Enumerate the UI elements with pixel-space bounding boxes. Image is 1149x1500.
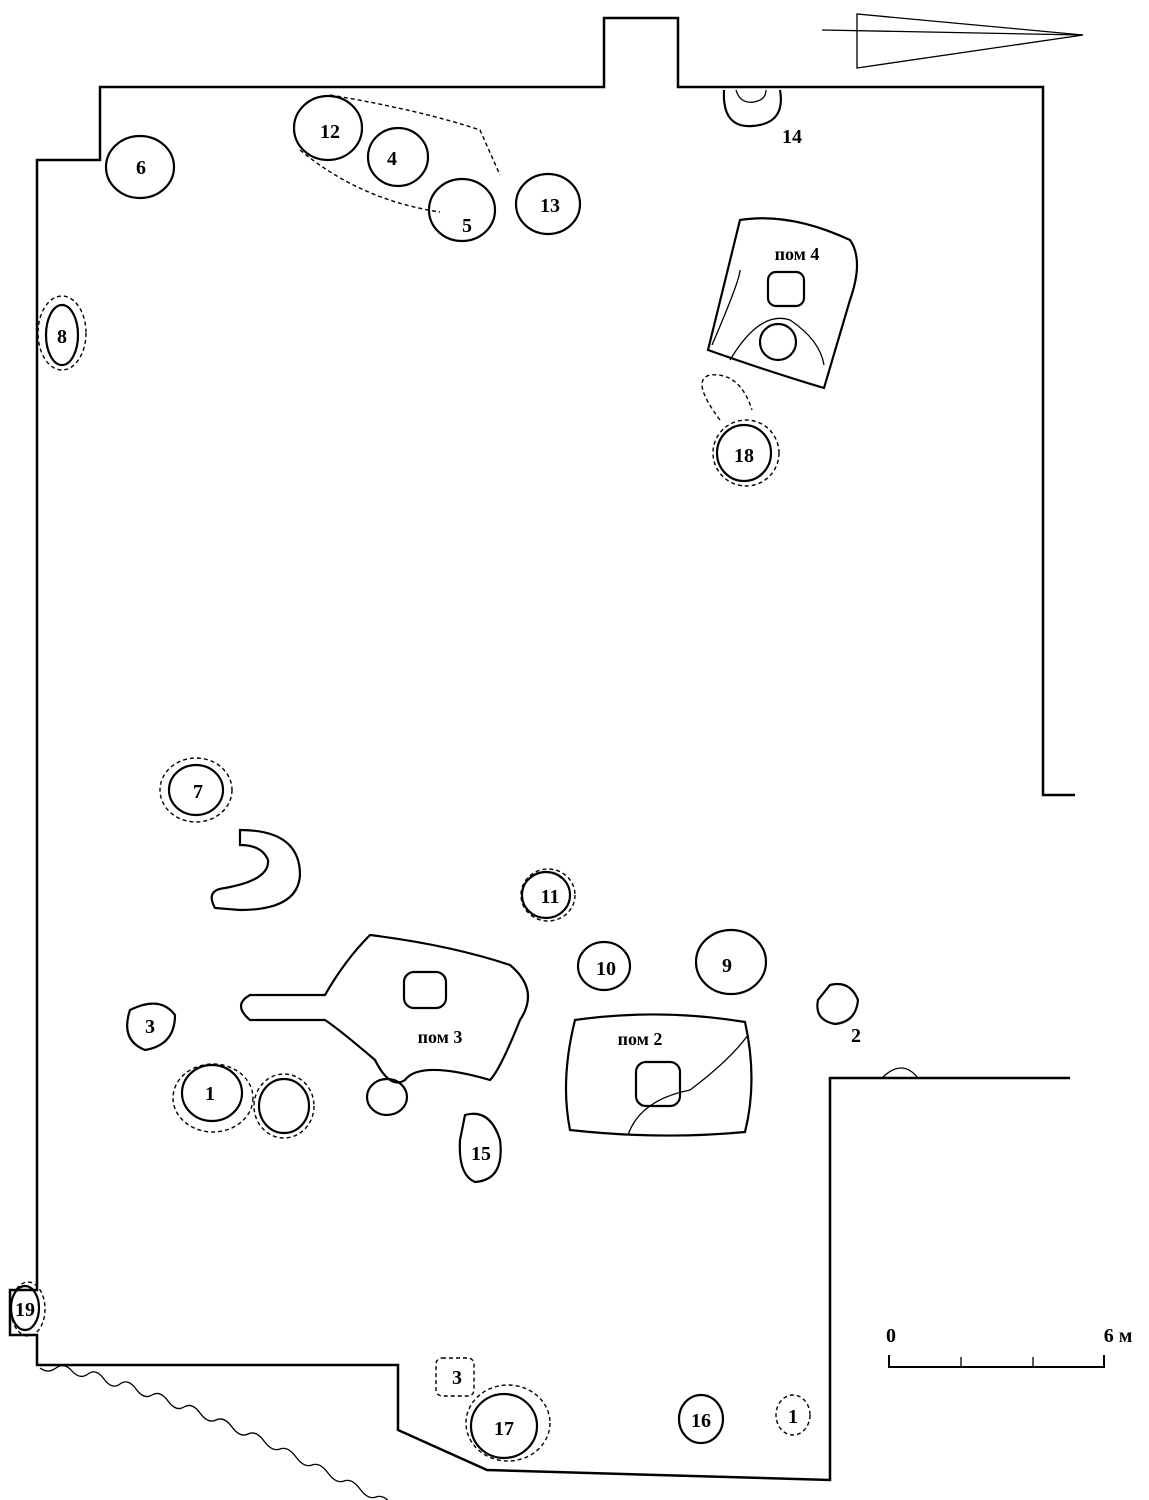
svg-text:16: 16 — [691, 1410, 711, 1432]
pit-1-upper: 1 — [172, 1063, 315, 1139]
pit-10: 10 — [576, 940, 632, 992]
svg-text:3: 3 — [452, 1367, 462, 1389]
svg-text:5: 5 — [462, 215, 472, 237]
pit-17: 17 — [465, 1384, 551, 1462]
svg-text:6: 6 — [136, 157, 146, 179]
pit-8: 8 — [37, 295, 87, 371]
svg-text:11: 11 — [541, 886, 560, 908]
pit-4: 4 — [366, 126, 430, 188]
svg-text:10: 10 — [596, 958, 616, 980]
pit-1-lower: 1 — [775, 1394, 811, 1436]
svg-text:18: 18 — [734, 445, 754, 467]
svg-text:4: 4 — [387, 148, 397, 170]
svg-text:пом 3: пом 3 — [418, 1027, 463, 1047]
pit-14: 14 — [722, 89, 802, 148]
svg-text:пом 4: пом 4 — [775, 244, 820, 264]
svg-text:2: 2 — [851, 1025, 861, 1047]
pit-7: 7 — [159, 757, 233, 823]
pit-18: 18 — [701, 374, 780, 487]
pit-11: 11 — [520, 868, 576, 922]
room-4: пом 4 — [706, 217, 859, 390]
pit-cluster-outline — [299, 94, 501, 213]
pit-13: 13 — [514, 172, 582, 236]
svg-text:6 м: 6 м — [1104, 1325, 1133, 1347]
svg-text:1: 1 — [788, 1406, 798, 1428]
scale-bar: 0 6 м — [886, 1325, 1133, 1368]
room-3: пом 3 — [239, 933, 530, 1117]
pit-5: 5 — [427, 177, 497, 243]
north-arrow-icon — [821, 13, 1084, 69]
pit-3-lower: 3 — [435, 1357, 475, 1397]
pit-6: 6 — [104, 134, 176, 200]
room-2: пом 2 — [564, 1013, 753, 1137]
excavation-boundary — [8, 16, 1075, 1482]
svg-text:8: 8 — [57, 326, 67, 348]
svg-text:0: 0 — [886, 1325, 896, 1347]
svg-text:9: 9 — [722, 955, 732, 977]
pit-19: 19 — [9, 1281, 46, 1337]
svg-text:7: 7 — [193, 781, 203, 803]
pit-16: 16 — [677, 1393, 725, 1445]
svg-text:1: 1 — [205, 1083, 215, 1105]
pit-15: 15 — [458, 1112, 502, 1184]
pit-small-east — [881, 1067, 919, 1079]
svg-text:15: 15 — [471, 1143, 491, 1165]
slope-edge — [39, 1364, 389, 1500]
svg-text:19: 19 — [15, 1299, 35, 1321]
svg-text:пом 2: пом 2 — [618, 1029, 663, 1049]
svg-text:12: 12 — [320, 121, 340, 143]
pit-9: 9 — [694, 928, 768, 996]
svg-text:3: 3 — [145, 1016, 155, 1038]
svg-text:17: 17 — [494, 1418, 514, 1440]
svg-text:13: 13 — [540, 195, 560, 217]
curved-trench — [210, 828, 302, 912]
pit-3-upper: 3 — [126, 1002, 177, 1052]
pit-12: 12 — [292, 94, 364, 162]
pit-2: 2 — [816, 982, 861, 1047]
svg-text:14: 14 — [782, 126, 802, 148]
